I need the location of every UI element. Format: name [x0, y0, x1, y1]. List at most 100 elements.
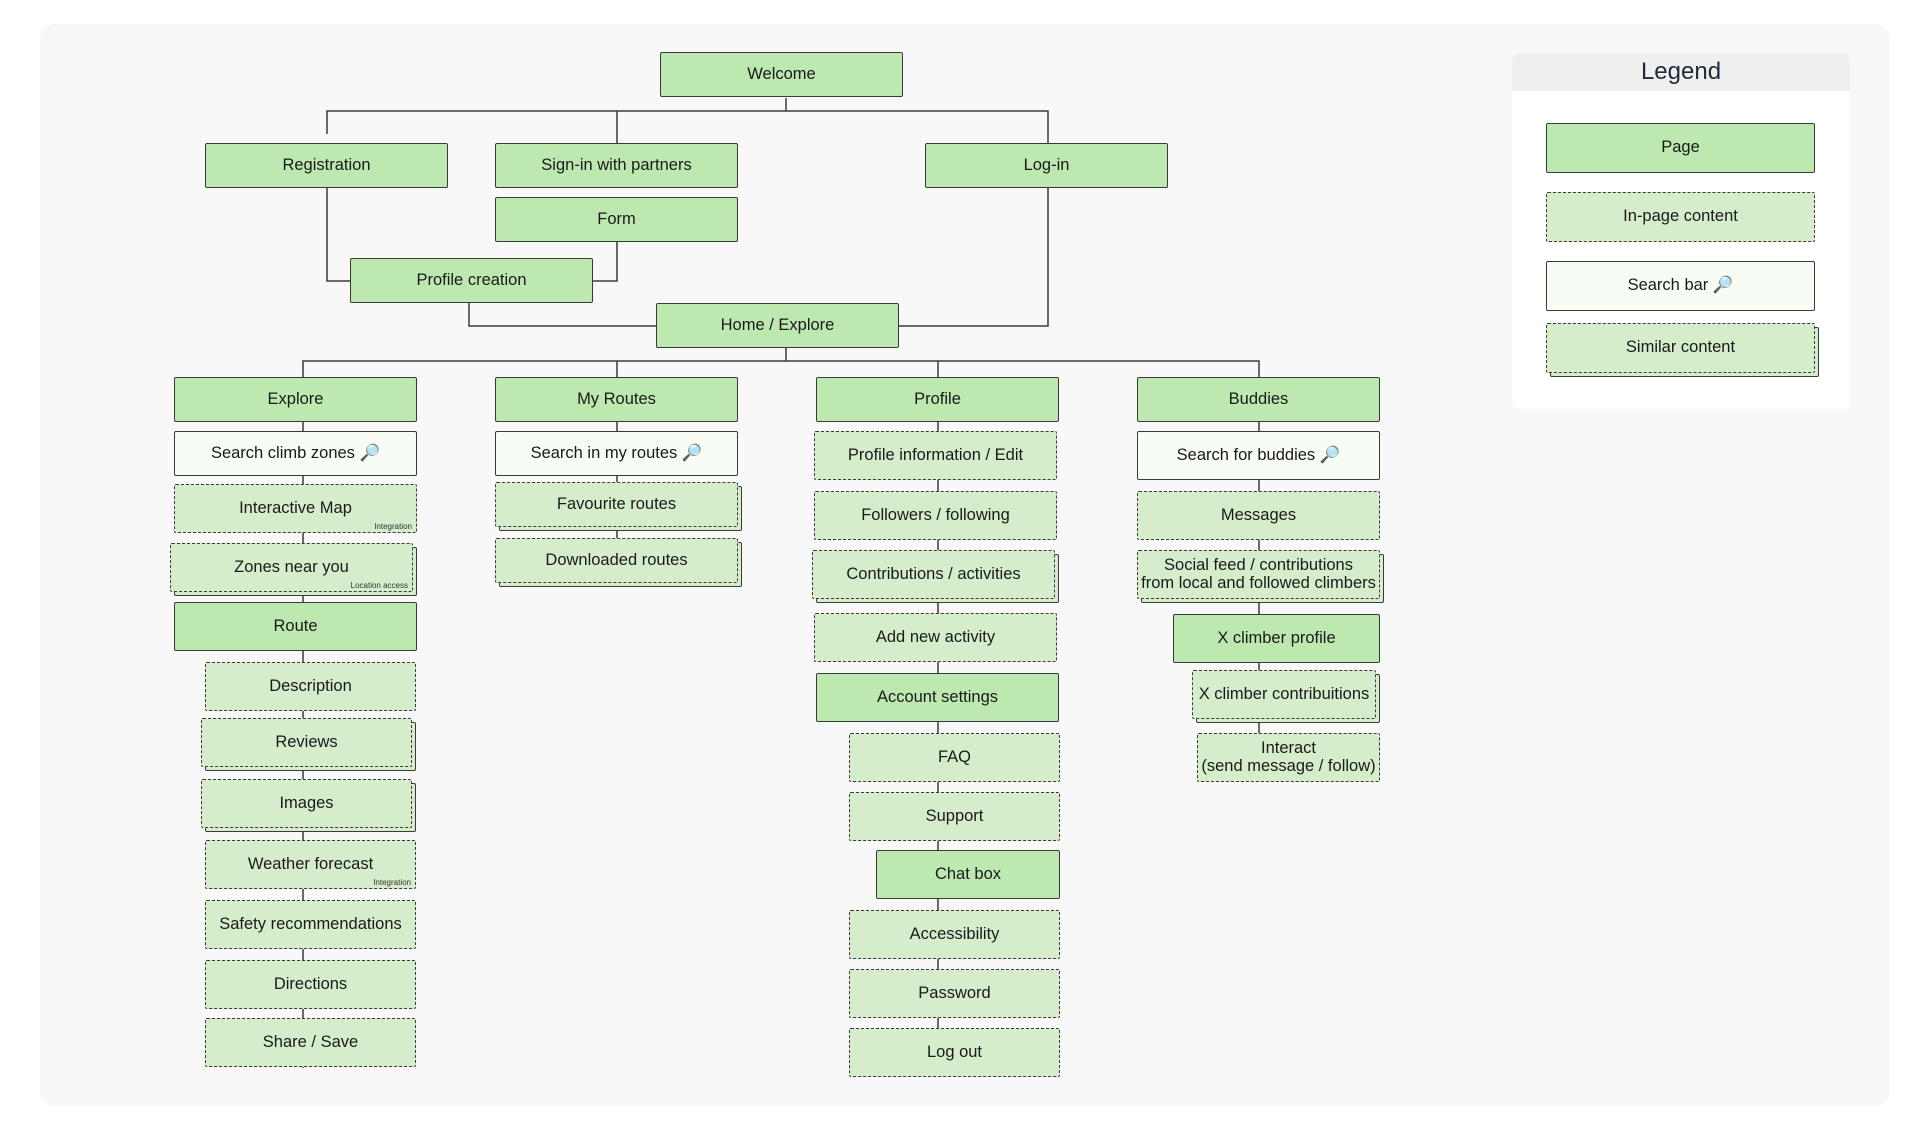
chat-box-label: Chat box	[934, 864, 1002, 883]
zones-near-you-note: Location access	[350, 580, 408, 590]
zones-near-you-label: Zones near you	[234, 557, 349, 576]
social-feed-label-line1: Social feed / contributions	[1164, 556, 1353, 575]
reviews-node: Reviews	[201, 718, 412, 767]
log-out-node: Log out	[849, 1028, 1060, 1077]
faq-node: FAQ	[849, 733, 1060, 782]
chat-box-node: Chat box	[876, 850, 1060, 899]
climber-profile-label: X climber profile	[1217, 628, 1336, 647]
connector-welcome	[326, 98, 1049, 143]
password-label: Password	[918, 983, 991, 1002]
route-label: Route	[273, 616, 318, 635]
buddies-node: Buddies	[1137, 377, 1380, 422]
climber-profile-node: X climber profile	[1173, 614, 1380, 663]
log-out-label: Log out	[926, 1042, 983, 1061]
description-label: Description	[269, 676, 352, 695]
connector-login-home	[898, 188, 1049, 327]
buddies-label: Buddies	[1228, 389, 1289, 408]
directions-node: Directions	[205, 960, 416, 1009]
weather-forecast-note: Integration	[373, 877, 411, 887]
my-routes-label: My Routes	[577, 389, 656, 408]
route-node: Route	[174, 602, 417, 651]
profile-node: Profile	[816, 377, 1059, 422]
images-label: Images	[279, 793, 334, 812]
favourite-routes-node: Favourite routes	[495, 482, 738, 527]
support-node: Support	[849, 792, 1060, 841]
signin-partners-node: Sign-in with partners	[495, 143, 738, 188]
support-label: Support	[925, 806, 984, 825]
favourite-routes-label: Favourite routes	[556, 494, 677, 513]
social-feed-label-line2: from local and followed climbers	[1141, 573, 1376, 592]
safety-recommendations-label: Safety recommendations	[219, 914, 402, 933]
interactive-map-note: Integration	[374, 521, 412, 531]
explore-label: Explore	[267, 389, 324, 408]
login-label: Log-in	[1023, 155, 1070, 174]
search-buddies-node: Search for buddies 🔎	[1137, 431, 1380, 480]
description-node: Description	[205, 662, 416, 711]
interact-node: Interact (send message / follow)	[1197, 733, 1380, 782]
profile-creation-label: Profile creation	[416, 270, 527, 289]
profile-creation-node: Profile creation	[350, 258, 593, 303]
welcome-node: Welcome	[660, 52, 903, 97]
followers-following-node: Followers / following	[814, 491, 1057, 540]
account-settings-label: Account settings	[876, 687, 999, 706]
legend-page-swatch: Page	[1546, 123, 1815, 173]
home-explore-label: Home / Explore	[720, 315, 835, 334]
signin-partners-label: Sign-in with partners	[541, 155, 692, 174]
legend-similar-label: Similar content	[1625, 338, 1736, 357]
legend-search-swatch: Search bar 🔎	[1546, 261, 1815, 311]
interact-label-line1: Interact	[1260, 739, 1317, 758]
interact-label-line2: (send message / follow)	[1201, 756, 1376, 775]
images-node: Images	[201, 779, 412, 828]
registration-label: Registration	[282, 155, 371, 174]
search-my-routes-node: Search in my routes 🔎	[495, 431, 738, 476]
downloaded-routes-node: Downloaded routes	[495, 538, 738, 583]
connector-registration-profile	[326, 188, 352, 282]
climber-contributions-node: X climber contribuitions	[1192, 670, 1376, 719]
home-explore-node: Home / Explore	[656, 303, 899, 348]
profile-label: Profile	[914, 389, 961, 408]
directions-label: Directions	[273, 974, 348, 993]
search-climb-zones-label: Search climb zones 🔎	[210, 443, 381, 462]
messages-node: Messages	[1137, 491, 1380, 540]
safety-recommendations-node: Safety recommendations	[205, 900, 416, 949]
social-feed-node: Social feed / contributions from local a…	[1137, 550, 1380, 599]
share-save-node: Share / Save	[205, 1018, 416, 1067]
legend-page-label: Page	[1661, 138, 1700, 157]
search-buddies-label: Search for buddies 🔎	[1176, 445, 1341, 464]
accessibility-node: Accessibility	[849, 910, 1060, 959]
climber-contributions-label: X climber contribuitions	[1198, 684, 1370, 703]
account-settings-node: Account settings	[816, 673, 1059, 722]
explore-node: Explore	[174, 377, 417, 422]
followers-following-label: Followers / following	[861, 505, 1010, 524]
weather-forecast-label: Weather forecast	[247, 854, 374, 873]
profile-information-label: Profile information / Edit	[847, 445, 1024, 464]
accessibility-label: Accessibility	[909, 924, 1000, 943]
messages-label: Messages	[1220, 505, 1297, 524]
my-routes-node: My Routes	[495, 377, 738, 422]
contributions-activities-node: Contributions / activities	[812, 550, 1055, 599]
add-new-activity-node: Add new activity	[814, 613, 1057, 662]
faq-label: FAQ	[937, 747, 971, 766]
reviews-label: Reviews	[275, 732, 338, 751]
profile-information-node: Profile information / Edit	[814, 431, 1057, 480]
legend-similar-swatch: Similar content	[1546, 323, 1815, 373]
contributions-activities-label: Contributions / activities	[846, 564, 1021, 583]
add-new-activity-label: Add new activity	[875, 627, 996, 646]
welcome-label: Welcome	[747, 64, 816, 83]
password-node: Password	[849, 969, 1060, 1018]
legend-inpage-swatch: In-page content	[1546, 192, 1815, 242]
share-save-label: Share / Save	[262, 1032, 359, 1051]
legend-title: Legend	[1512, 53, 1850, 91]
registration-node: Registration	[205, 143, 448, 188]
search-climb-zones-node: Search climb zones 🔎	[174, 431, 417, 476]
login-node: Log-in	[925, 143, 1168, 188]
legend-inpage-label: In-page content	[1623, 207, 1738, 226]
connector-form-profile	[592, 242, 618, 282]
legend-search-label: Search bar 🔎	[1627, 276, 1734, 295]
interactive-map-label: Interactive Map	[239, 498, 352, 517]
connector-home-sections	[302, 348, 1260, 377]
form-node: Form	[495, 197, 738, 242]
connector-profile-home	[468, 303, 656, 327]
